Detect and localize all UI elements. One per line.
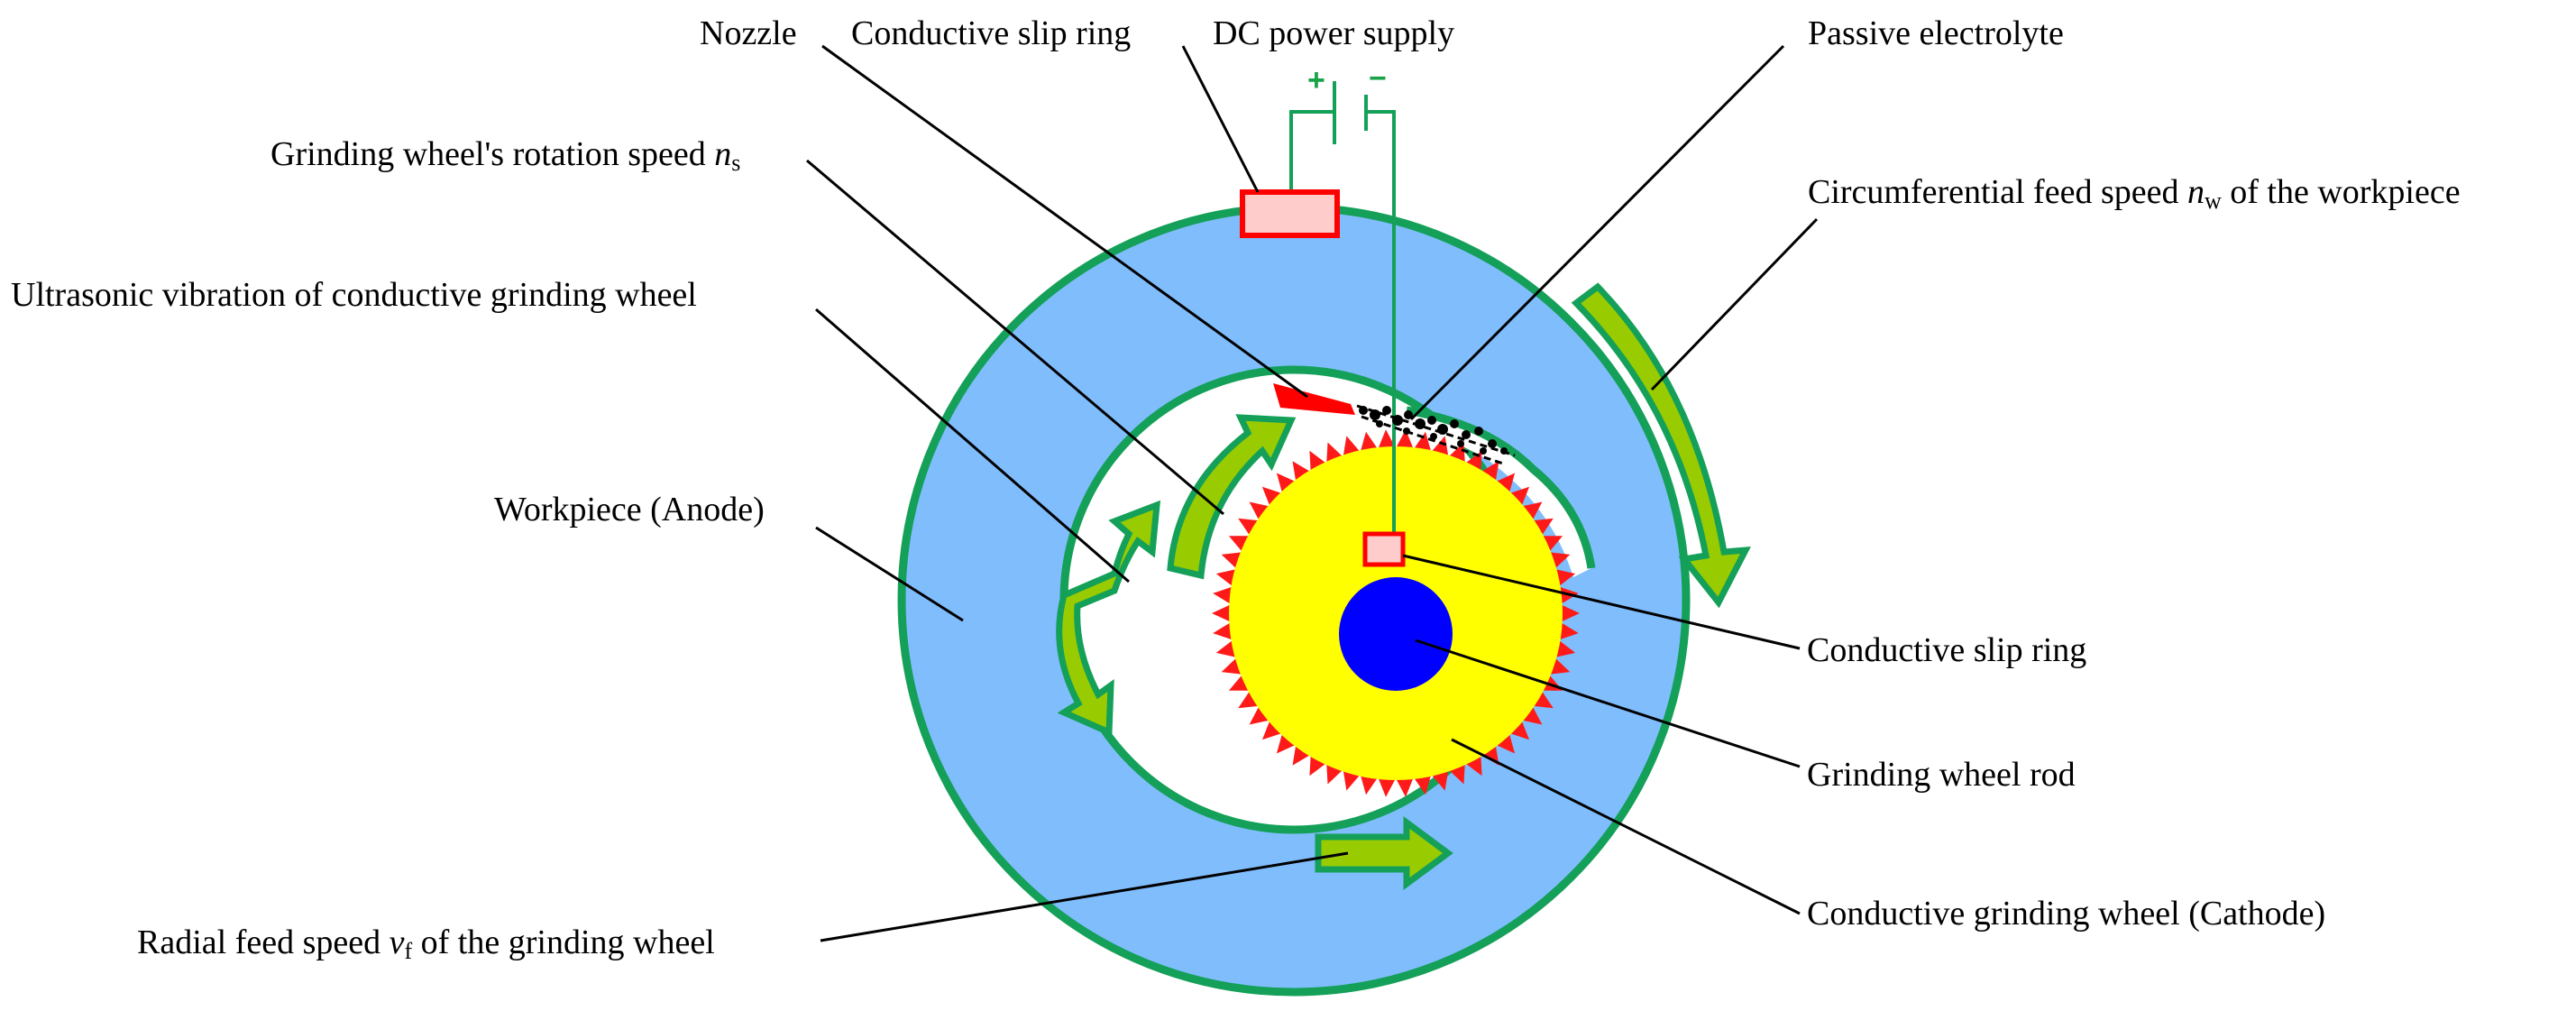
radial-feed-symbol: v — [389, 924, 405, 961]
rotation-speed-subscript: s — [731, 150, 741, 176]
electrolyte-spray — [1359, 406, 1508, 455]
slip-ring-top — [1240, 189, 1340, 238]
passive-electrolyte-label: Passive electrolyte — [1808, 14, 2064, 52]
radial-feed-label: Radial feed speed vf of the grinding whe… — [137, 922, 715, 963]
slip-ring-wheel — [1362, 531, 1406, 567]
wheel-rod-label: Grinding wheel rod — [1807, 756, 2076, 794]
workpiece-label: Workpiece (Anode) — [494, 491, 765, 528]
rotation-speed-arrow — [1167, 414, 1297, 580]
ultrasonic-vibration-label: Ultrasonic vibration of conductive grind… — [11, 276, 697, 314]
circ-feed-text: Circumferential feed speed — [1808, 173, 2187, 211]
rotation-speed-label: Grinding wheel's rotation speed ns — [270, 133, 740, 175]
circ-feed-subscript: w — [2204, 188, 2222, 214]
circumferential-feed-label: Circumferential feed speed nw of the wor… — [1808, 171, 2461, 213]
plus-terminal-sign: + — [1307, 63, 1325, 97]
radial-feed-subscript: f — [404, 938, 413, 964]
rotation-speed-text: Grinding wheel's rotation speed — [270, 135, 715, 173]
slip-ring-top-label: Conductive slip ring — [851, 14, 1132, 52]
dc-power-supply-label: DC power supply — [1213, 14, 1455, 52]
nozzle-icon — [1273, 383, 1355, 415]
radial-feed-suffix: of the grinding wheel — [412, 924, 715, 961]
slip-ring-right-label: Conductive slip ring — [1807, 631, 2087, 669]
radial-feed-text: Radial feed speed — [137, 924, 390, 961]
circumferential-feed-arrow — [1571, 282, 1752, 609]
circ-feed-suffix: of the workpiece — [2221, 173, 2461, 211]
dc-wiring — [1289, 81, 1396, 534]
electrolyte-spray-streaks — [1356, 404, 1516, 466]
circ-feed-symbol: n — [2186, 173, 2205, 211]
rotation-speed-symbol: n — [714, 135, 732, 173]
grinding-wheel-label: Conductive grinding wheel (Cathode) — [1807, 895, 2326, 933]
nozzle-label: Nozzle — [700, 14, 797, 52]
leader-lines — [806, 44, 1819, 942]
grinding-wheel-rod — [1339, 577, 1453, 691]
minus-terminal-sign: − — [1369, 61, 1387, 96]
radial-feed-arrow — [1315, 816, 1453, 890]
